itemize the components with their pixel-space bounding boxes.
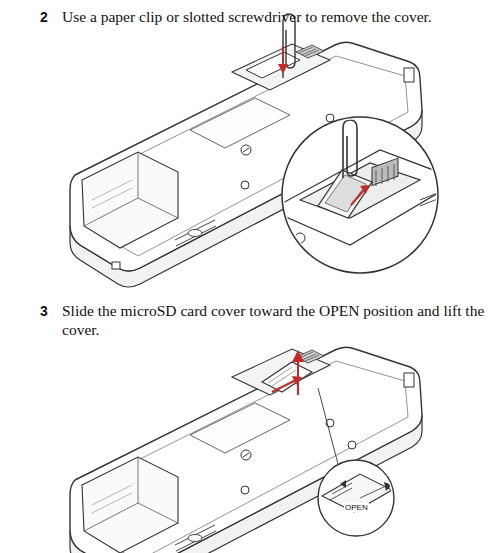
instruction-text: Slide the microSD card cover toward the … [62,301,494,339]
instruction-text: Use a paper clip or slotted screwdriver … [62,7,492,26]
step-number: 2 [40,9,48,25]
slide-label: OPEN [344,503,369,512]
step-number: 3 [40,303,48,319]
